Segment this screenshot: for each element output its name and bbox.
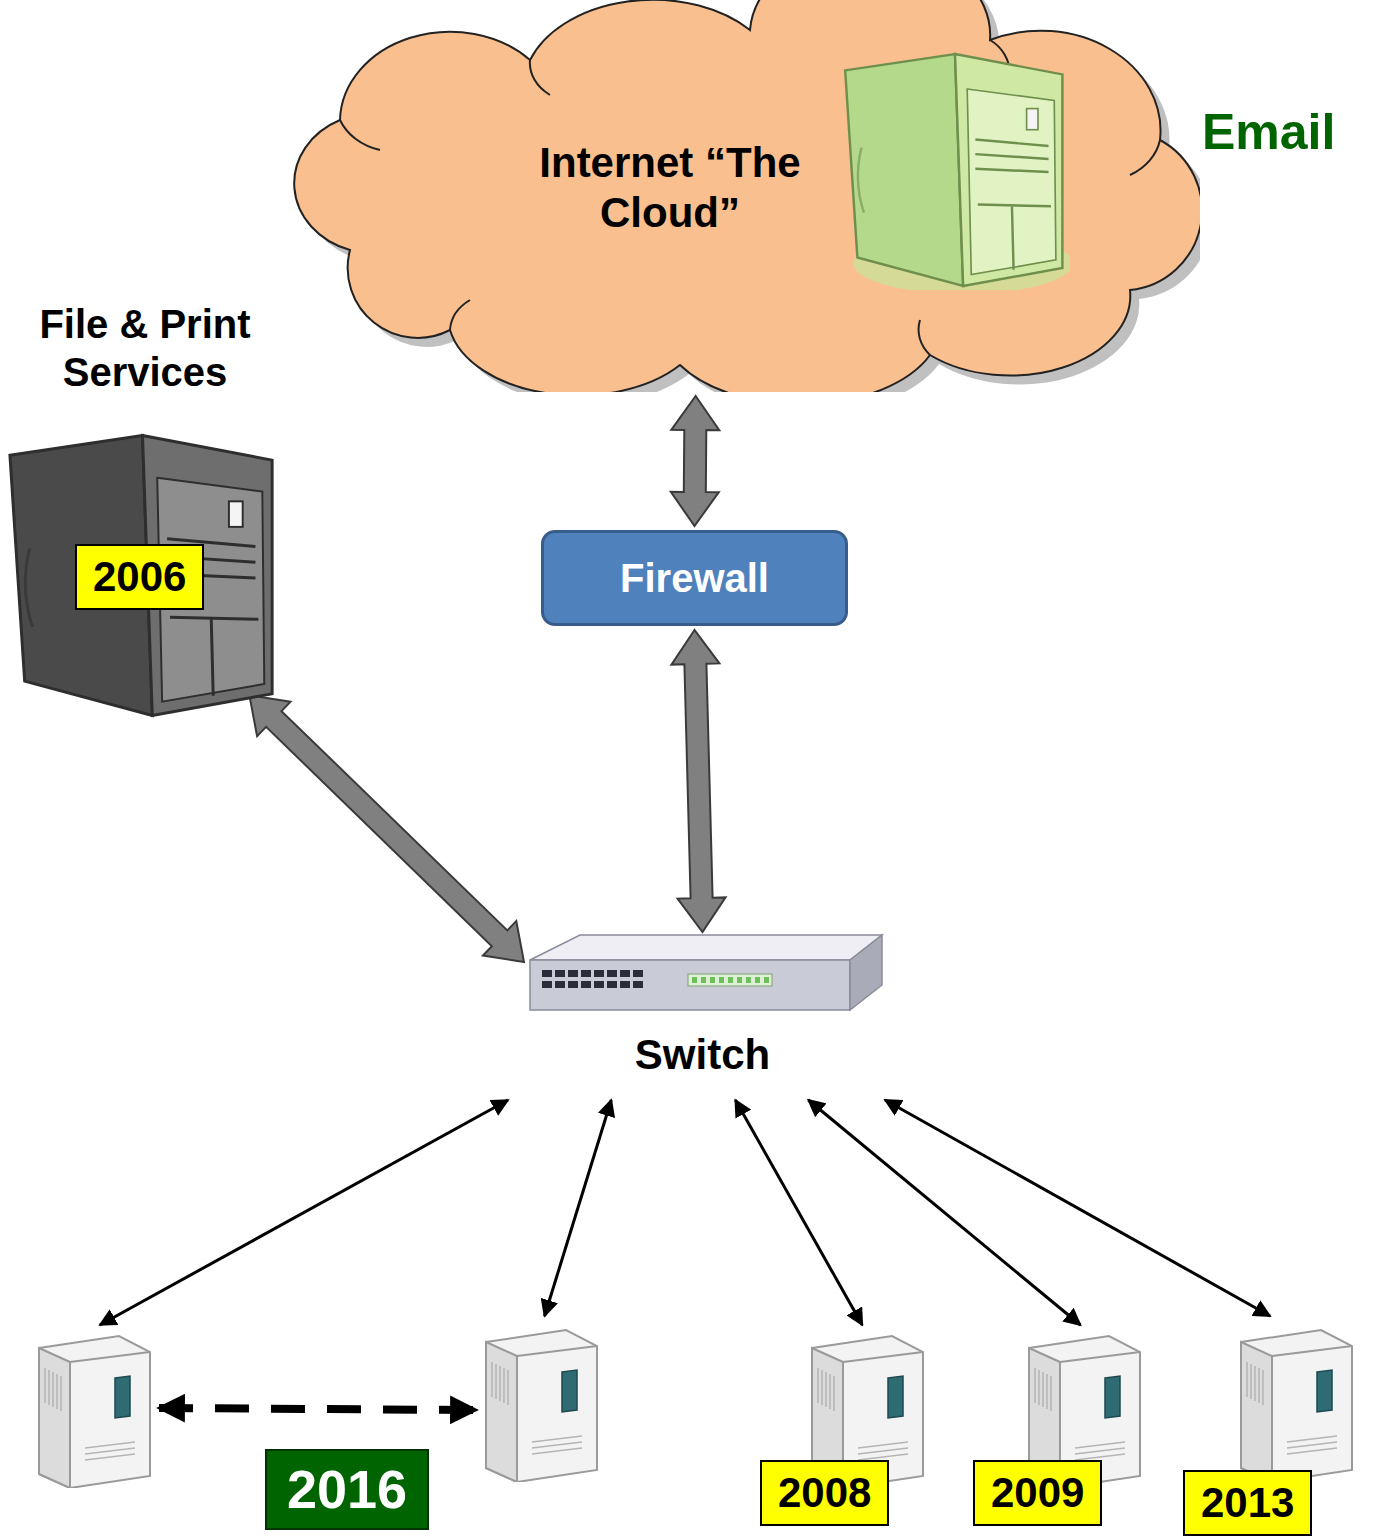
email-server: Email	[840, 50, 1070, 290]
year-tag: 2006	[75, 544, 204, 610]
server-icon	[35, 1328, 153, 1488]
year-tag: 2008	[760, 1460, 889, 1526]
link-arrow	[100, 1100, 508, 1325]
link-arrow	[885, 1100, 1270, 1316]
server-heading: File & Print Services	[0, 300, 290, 396]
firewall-box: Firewall	[541, 530, 848, 626]
node-illustration	[520, 930, 885, 1018]
block-arrow	[249, 695, 524, 962]
year-tag: 2013	[1183, 1470, 1312, 1536]
firewall-label: Firewall	[544, 533, 845, 623]
switch-label: Switch	[520, 1030, 885, 1080]
server-icon: 2013	[1237, 1322, 1355, 1482]
node-illustration	[482, 1322, 600, 1482]
node-illustration	[840, 50, 1070, 290]
node-illustration	[35, 1328, 153, 1488]
link-arrow	[735, 1100, 862, 1325]
dashed-link	[159, 1408, 476, 1410]
link-label: 2016	[265, 1449, 429, 1530]
block-arrow	[671, 630, 725, 932]
network-switch: Switch	[520, 930, 885, 1090]
cloud-label: Internet “The Cloud”	[510, 138, 830, 239]
block-arrow	[671, 396, 720, 526]
server-icon: 2008	[808, 1328, 926, 1488]
server-label: Email	[1202, 102, 1335, 162]
internet-cloud: Internet “The Cloud”Email	[230, 0, 1200, 392]
file-server: File & Print Services 2006	[0, 300, 290, 725]
link-arrow	[545, 1100, 612, 1316]
year-tag: 2009	[973, 1460, 1102, 1526]
server-icon	[482, 1322, 600, 1482]
node-illustration	[1237, 1322, 1355, 1482]
server-icon: 2009	[1025, 1328, 1143, 1488]
